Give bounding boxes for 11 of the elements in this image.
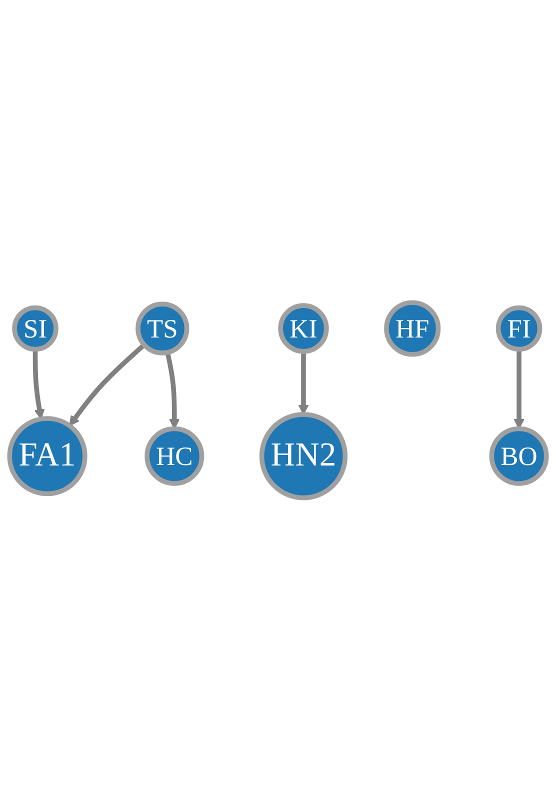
node-circle: TS (136, 301, 190, 356)
node-circle: HC (144, 426, 204, 486)
node-circle: SI (12, 305, 58, 352)
node-circle: HF (384, 300, 441, 357)
arrow (69, 342, 146, 426)
node-circle: HN2 (259, 412, 348, 500)
node-circle: BO (489, 426, 549, 486)
node-circle: FA1 (7, 416, 88, 496)
node-circle: KI (278, 302, 329, 354)
node-circle: FI (496, 305, 542, 352)
arrow (32, 349, 45, 420)
